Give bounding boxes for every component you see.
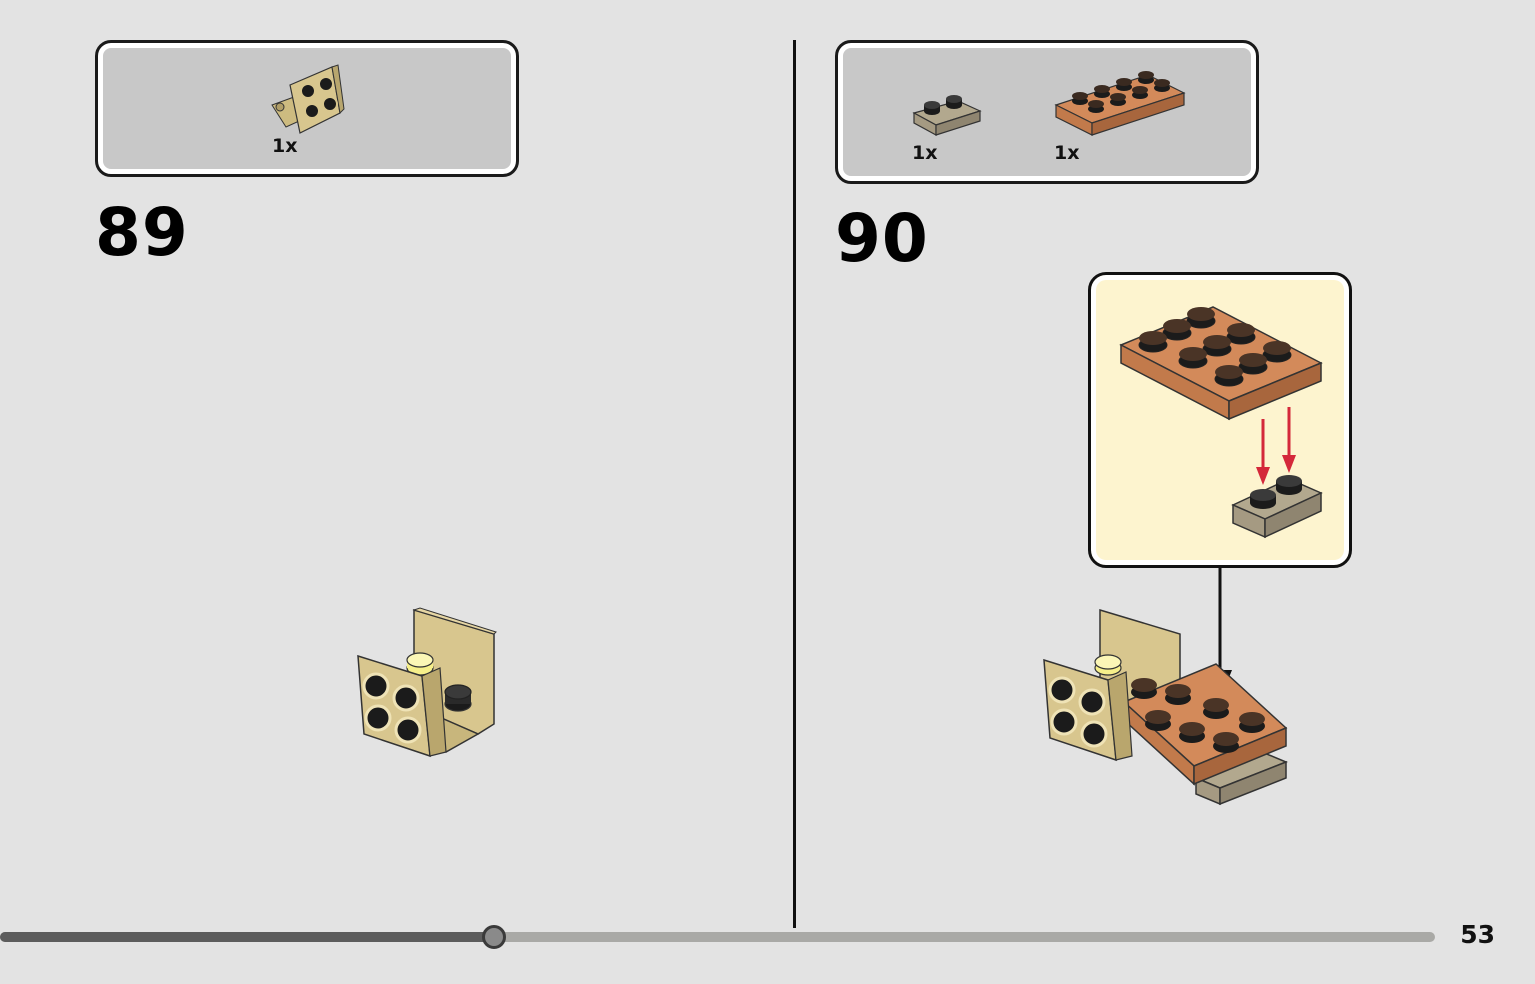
page-number: 53 [1460, 920, 1495, 949]
plate-2x4-part-icon [1054, 71, 1186, 136]
sub-assembly-callout [1088, 272, 1352, 568]
parts-box-step-89: 1x [95, 40, 519, 177]
part-qty: 1x [1054, 142, 1080, 164]
sub-assembly-illustration [1119, 306, 1323, 539]
progress-track[interactable] [0, 932, 1435, 942]
step-number-89: 89 [95, 194, 189, 271]
progress-slider-handle[interactable] [481, 925, 506, 949]
step-number-90: 90 [835, 200, 929, 277]
parts-box-step-90: 1x 1x [835, 40, 1259, 184]
step-90-model-illustration [1043, 608, 1288, 806]
bracket-part-icon [271, 64, 345, 134]
page-divider [793, 40, 796, 928]
part-qty: 1x [272, 135, 298, 157]
step-89-model-illustration [357, 607, 497, 758]
progress-fill [0, 932, 494, 942]
plate-1x2-part-icon [912, 95, 982, 137]
part-qty: 1x [912, 142, 938, 164]
